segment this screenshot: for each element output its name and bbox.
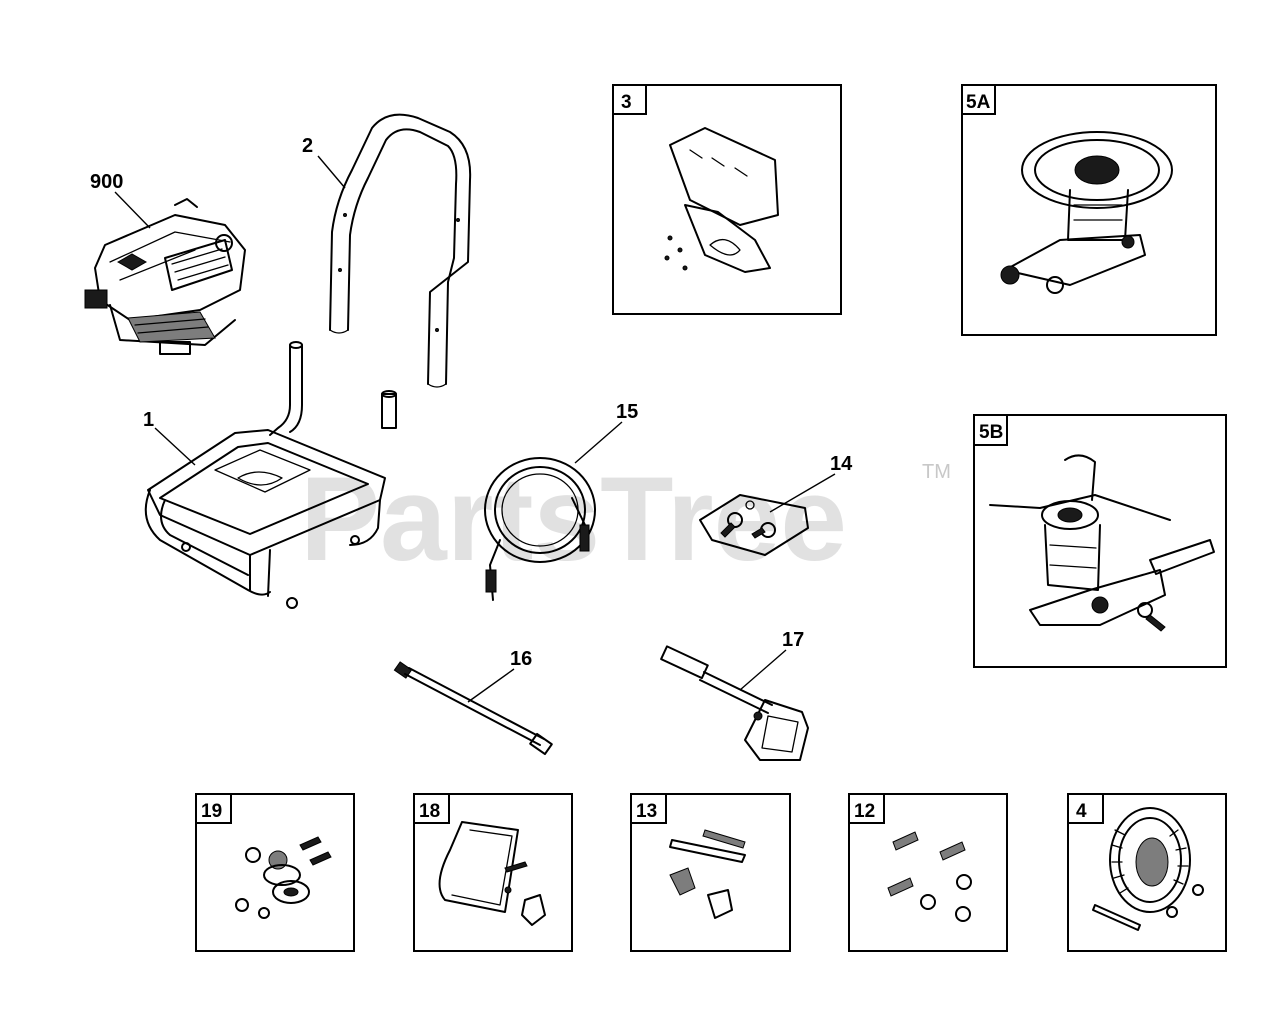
- box-19[interactable]: 19: [195, 793, 355, 952]
- watermark: PartsTree TM: [300, 452, 951, 586]
- box-3[interactable]: 3: [612, 84, 842, 315]
- box-3-label: 3: [621, 92, 632, 113]
- box-12[interactable]: 12: [848, 793, 1008, 952]
- part-hardware-bag[interactable]: [699, 494, 809, 556]
- callout-16-label: 16: [510, 648, 532, 670]
- watermark-trademark: TM: [922, 461, 951, 483]
- callout-2-label: 2: [302, 135, 313, 157]
- callout-16: 16: [467, 648, 532, 703]
- callout-15-label: 15: [616, 401, 638, 423]
- watermark-text: PartsTree: [300, 452, 847, 586]
- callout-900-label: 900: [90, 171, 123, 193]
- part-engine[interactable]: [84, 198, 246, 355]
- box-5a-label: 5A: [966, 92, 991, 113]
- callout-900: 900: [90, 171, 151, 229]
- callout-14: 14: [769, 453, 853, 513]
- box-18[interactable]: 18: [413, 793, 573, 952]
- callout-17: 17: [739, 629, 804, 691]
- part-spray-gun[interactable]: [660, 645, 809, 761]
- box-18-label: 18: [419, 801, 440, 822]
- callout-14-label: 14: [830, 453, 853, 475]
- part-frame[interactable]: [144, 341, 397, 609]
- part-hose[interactable]: [484, 457, 596, 601]
- box-13[interactable]: 13: [630, 793, 791, 952]
- callout-17-label: 17: [782, 629, 804, 651]
- box-4-label: 4: [1076, 801, 1087, 822]
- callout-2: 2: [302, 135, 346, 189]
- part-handle[interactable]: [329, 113, 472, 388]
- box-5a[interactable]: 5A: [961, 84, 1217, 336]
- callout-15: 15: [574, 401, 638, 464]
- box-19-label: 19: [201, 801, 222, 822]
- part-lance[interactable]: [393, 661, 553, 756]
- box-5b[interactable]: 5B: [973, 414, 1227, 668]
- callout-1-label: 1: [143, 409, 154, 431]
- callout-1: 1: [143, 409, 196, 466]
- box-12-label: 12: [854, 801, 875, 822]
- box-13-label: 13: [636, 801, 657, 822]
- box-4[interactable]: 4: [1067, 793, 1227, 952]
- box-5b-label: 5B: [979, 422, 1003, 443]
